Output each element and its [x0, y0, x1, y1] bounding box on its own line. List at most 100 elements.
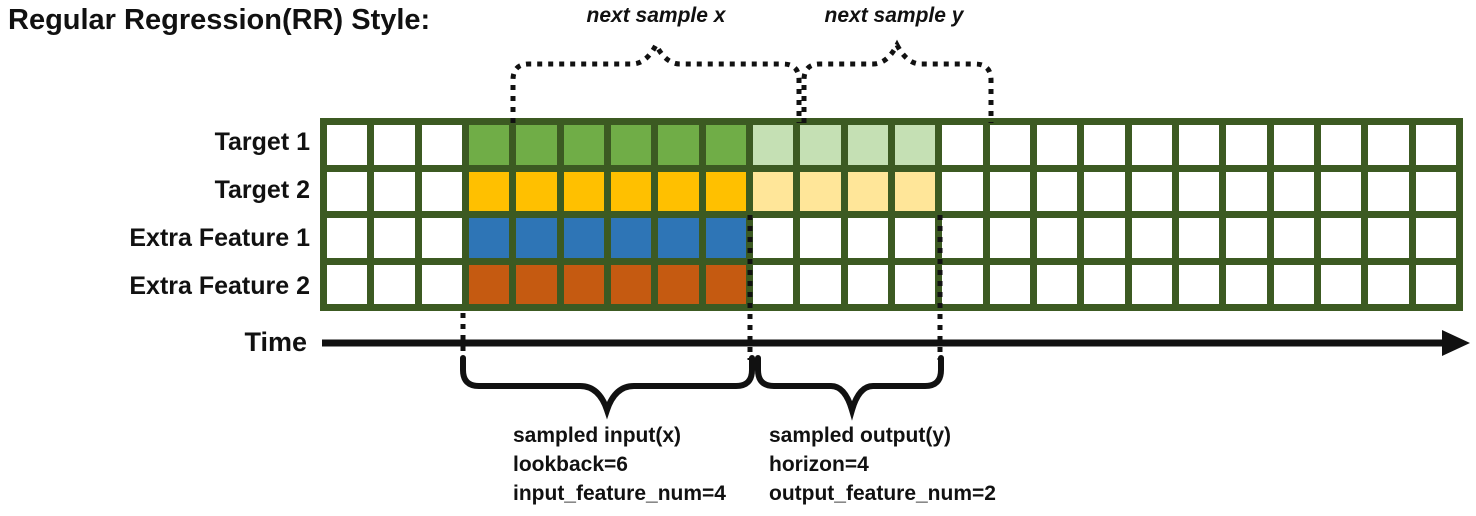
grid-cell: [374, 264, 415, 304]
grid-cell: [1415, 218, 1456, 258]
grid-cell: [1320, 125, 1362, 165]
grid-cell: [847, 264, 888, 304]
grid-cell: [752, 125, 794, 165]
grid-cell: [516, 125, 557, 165]
grid-cell: [658, 264, 699, 304]
row-label-column: Target 1 Target 2 Extra Feature 1 Extra …: [0, 118, 310, 311]
grid-cell: [563, 218, 604, 258]
grid-cell: [894, 264, 936, 304]
grid-cell: [894, 125, 936, 165]
grid-cell: [705, 218, 746, 258]
time-axis-label: Time: [244, 327, 307, 357]
grid-cell: [894, 171, 936, 211]
grid-cell: [1415, 125, 1456, 165]
sampled-input-line: sampled input(x): [513, 424, 682, 447]
grid-cell: [658, 218, 699, 258]
grid-cell: [658, 171, 699, 211]
grid-cell: [1320, 171, 1362, 211]
grid-cell: [1226, 264, 1267, 304]
grid-cell: [989, 171, 1030, 211]
grid-cell: [705, 171, 746, 211]
grid-cell: [1226, 125, 1267, 165]
grid-cell: [516, 264, 557, 304]
grid-cell: [1178, 264, 1220, 304]
grid-cell: [516, 218, 557, 258]
grid-cell: [894, 218, 936, 258]
grid-cell: [800, 264, 841, 304]
diagram-title: Regular Regression(RR) Style:: [8, 4, 431, 36]
grid-cell: [374, 218, 415, 258]
grid-cell: [468, 125, 510, 165]
grid-cell: [1084, 171, 1125, 211]
grid-cell: [1368, 264, 1409, 304]
grid-cell: [1084, 264, 1125, 304]
grid-cell: [1415, 264, 1456, 304]
grid-cell: [374, 125, 415, 165]
grid-cell: [705, 125, 746, 165]
sampled-input-annotation: sampled input(x) lookback=6 input_featur…: [513, 421, 726, 508]
grid-cell: [1320, 264, 1362, 304]
sampled-output-brace: [755, 355, 944, 421]
grid-cell: [1178, 171, 1220, 211]
grid-cell: [1036, 218, 1078, 258]
row-label-extra-feature-2: Extra Feature 2: [129, 272, 310, 301]
grid-cell: [1131, 264, 1172, 304]
grid-cell: [610, 264, 652, 304]
next-sample-y-brace: [801, 39, 994, 123]
sampled-input-brace: [460, 355, 755, 420]
next-sample-y-label: next sample y: [824, 4, 964, 27]
lookback-line: lookback=6: [513, 453, 628, 476]
grid-cell: [942, 125, 983, 165]
grid-cell: [752, 171, 794, 211]
next-sample-x-brace: [510, 39, 802, 123]
grid-cell: [327, 264, 368, 304]
grid-cell: [1273, 218, 1314, 258]
grid-cell: [1084, 125, 1125, 165]
grid-cell: [989, 125, 1030, 165]
timeseries-grid: [320, 118, 1463, 311]
next-sample-x-label: next sample x: [586, 4, 726, 27]
grid-cell: [1320, 218, 1362, 258]
grid-cell: [327, 125, 368, 165]
grid-cell: [1368, 218, 1409, 258]
grid-cell: [1368, 171, 1409, 211]
grid-cell: [1131, 218, 1172, 258]
time-arrow: [322, 330, 1470, 356]
grid-cell: [327, 218, 368, 258]
grid-cell: [847, 218, 888, 258]
grid-cell: [1036, 264, 1078, 304]
grid-cell: [374, 171, 415, 211]
grid-cell: [327, 171, 368, 211]
grid-cell: [1131, 125, 1172, 165]
grid-cell: [1178, 125, 1220, 165]
grid-cell: [1036, 125, 1078, 165]
grid-cell: [752, 264, 794, 304]
grid-cell: [421, 171, 462, 211]
grid-cell: [563, 171, 604, 211]
row-label-extra-feature-1: Extra Feature 1: [129, 224, 310, 253]
grid-cell: [847, 125, 888, 165]
grid-cell: [1178, 218, 1220, 258]
grid-cell: [468, 171, 510, 211]
grid-cell: [421, 218, 462, 258]
grid-cell: [989, 264, 1030, 304]
grid-cell: [800, 218, 841, 258]
grid-cell: [942, 218, 983, 258]
grid-cell: [1036, 171, 1078, 211]
grid-cell: [1131, 171, 1172, 211]
grid-cell: [610, 218, 652, 258]
row-label-target-2: Target 2: [214, 175, 310, 204]
grid-cell: [1368, 125, 1409, 165]
output-feature-num-line: output_feature_num=2: [769, 482, 996, 505]
grid-cell: [516, 171, 557, 211]
grid-cell: [752, 218, 794, 258]
grid-cell: [847, 171, 888, 211]
grid-cell: [800, 125, 841, 165]
grid-cell: [658, 125, 699, 165]
sampled-output-annotation: sampled output(y) horizon=4 output_featu…: [769, 421, 996, 508]
grid-cell: [989, 218, 1030, 258]
horizon-line: horizon=4: [769, 453, 869, 476]
grid-cell: [421, 264, 462, 304]
grid-cell: [1273, 264, 1314, 304]
